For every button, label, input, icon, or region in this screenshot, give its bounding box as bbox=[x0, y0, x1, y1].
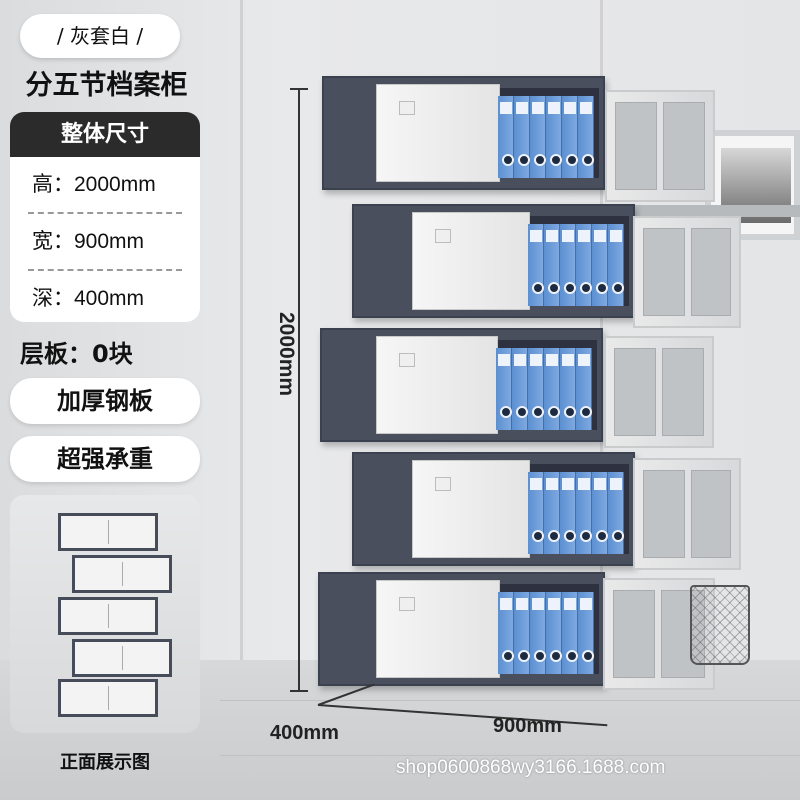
spec-depth: 深：400mm bbox=[32, 287, 145, 310]
binder bbox=[546, 96, 562, 178]
door-lock-icon bbox=[399, 353, 415, 367]
product-title: 分五节档案柜 bbox=[25, 70, 188, 101]
door-pane bbox=[643, 470, 685, 558]
binder bbox=[608, 224, 624, 306]
binder bbox=[576, 348, 592, 430]
door-lock-icon bbox=[399, 101, 415, 115]
binder bbox=[498, 96, 514, 178]
feature-thick-steel: 加厚钢板 bbox=[10, 378, 200, 424]
binder bbox=[578, 592, 594, 674]
binder bbox=[544, 348, 560, 430]
cabinet-section-2 bbox=[352, 204, 635, 318]
cabinet-section-1 bbox=[322, 76, 605, 190]
shelf-info: 层板：0块 bbox=[20, 340, 133, 368]
spec-divider bbox=[28, 212, 182, 214]
floor-seam bbox=[220, 700, 800, 701]
thumbnail-cabinet bbox=[58, 513, 158, 551]
door-lock-icon bbox=[435, 229, 451, 243]
depth-dimension-label: 400mm bbox=[270, 722, 339, 744]
cabinet-section-3 bbox=[320, 328, 603, 442]
sliding-door bbox=[412, 460, 530, 558]
binder bbox=[496, 348, 512, 430]
door-pane bbox=[663, 102, 705, 190]
sliding-door bbox=[412, 212, 530, 310]
wall-seam bbox=[240, 0, 243, 680]
wall-ledge bbox=[620, 205, 800, 217]
binder bbox=[544, 472, 560, 554]
color-label: / 灰套白 / bbox=[20, 14, 180, 58]
thumbnail-caption: 正面展示图 bbox=[60, 752, 150, 773]
sliding-door bbox=[376, 336, 498, 434]
height-dimension-line bbox=[298, 88, 300, 692]
spec-header: 整体尺寸 bbox=[10, 112, 200, 157]
binder bbox=[514, 592, 530, 674]
open-side-door bbox=[633, 216, 741, 328]
sliding-door bbox=[376, 580, 500, 678]
thumbnail-cabinet bbox=[58, 597, 158, 635]
spec-height: 高：2000mm bbox=[32, 173, 156, 196]
binder bbox=[530, 592, 546, 674]
width-dimension-label: 900mm bbox=[493, 715, 562, 737]
dimension-tick bbox=[290, 88, 308, 90]
info-panel: / 灰套白 / 分五节档案柜 整体尺寸 高：2000mm 宽：900mm 深：4… bbox=[0, 0, 210, 800]
dimension-tick bbox=[290, 690, 308, 692]
binder bbox=[514, 96, 530, 178]
binder bbox=[608, 472, 624, 554]
binder bbox=[528, 224, 544, 306]
door-lock-icon bbox=[399, 597, 415, 611]
open-side-door bbox=[605, 90, 715, 202]
door-pane bbox=[615, 102, 657, 190]
shop-watermark: shop0600868wy3166.1688.com bbox=[396, 757, 666, 778]
door-pane bbox=[614, 348, 656, 436]
door-pane bbox=[643, 228, 685, 316]
binder bbox=[528, 472, 544, 554]
thumbnail-cabinet bbox=[72, 639, 172, 677]
binder bbox=[560, 348, 576, 430]
thumbnail-cabinet bbox=[58, 679, 158, 717]
thumbnail-cabinet bbox=[72, 555, 172, 593]
binder bbox=[544, 224, 560, 306]
sliding-door bbox=[376, 84, 500, 182]
open-side-door bbox=[603, 578, 715, 690]
binder bbox=[546, 592, 562, 674]
binder bbox=[562, 592, 578, 674]
binder bbox=[576, 224, 592, 306]
binder bbox=[512, 348, 528, 430]
height-dimension-label: 2000mm bbox=[275, 312, 298, 397]
door-pane bbox=[613, 590, 655, 678]
door-lock-icon bbox=[435, 477, 451, 491]
cabinet-section-4 bbox=[352, 452, 635, 566]
binder bbox=[528, 348, 544, 430]
feature-load-bearing: 超强承重 bbox=[10, 436, 200, 482]
spec-width: 宽：900mm bbox=[32, 230, 145, 253]
door-pane bbox=[691, 470, 731, 558]
binder bbox=[592, 224, 608, 306]
spec-card: 整体尺寸 高：2000mm 宽：900mm 深：400mm bbox=[10, 112, 200, 322]
door-pane bbox=[662, 348, 704, 436]
open-side-door bbox=[633, 458, 741, 570]
binder bbox=[498, 592, 514, 674]
binder bbox=[578, 96, 594, 178]
cabinet-section-5 bbox=[318, 572, 605, 686]
waste-basket bbox=[690, 585, 750, 665]
front-view-thumbnail bbox=[10, 495, 200, 733]
binder bbox=[530, 96, 546, 178]
binder bbox=[592, 472, 608, 554]
floor-seam bbox=[220, 755, 800, 756]
binder bbox=[562, 96, 578, 178]
binder bbox=[560, 224, 576, 306]
binder bbox=[576, 472, 592, 554]
door-pane bbox=[691, 228, 731, 316]
binder bbox=[560, 472, 576, 554]
open-side-door bbox=[604, 336, 714, 448]
spec-divider bbox=[28, 269, 182, 271]
